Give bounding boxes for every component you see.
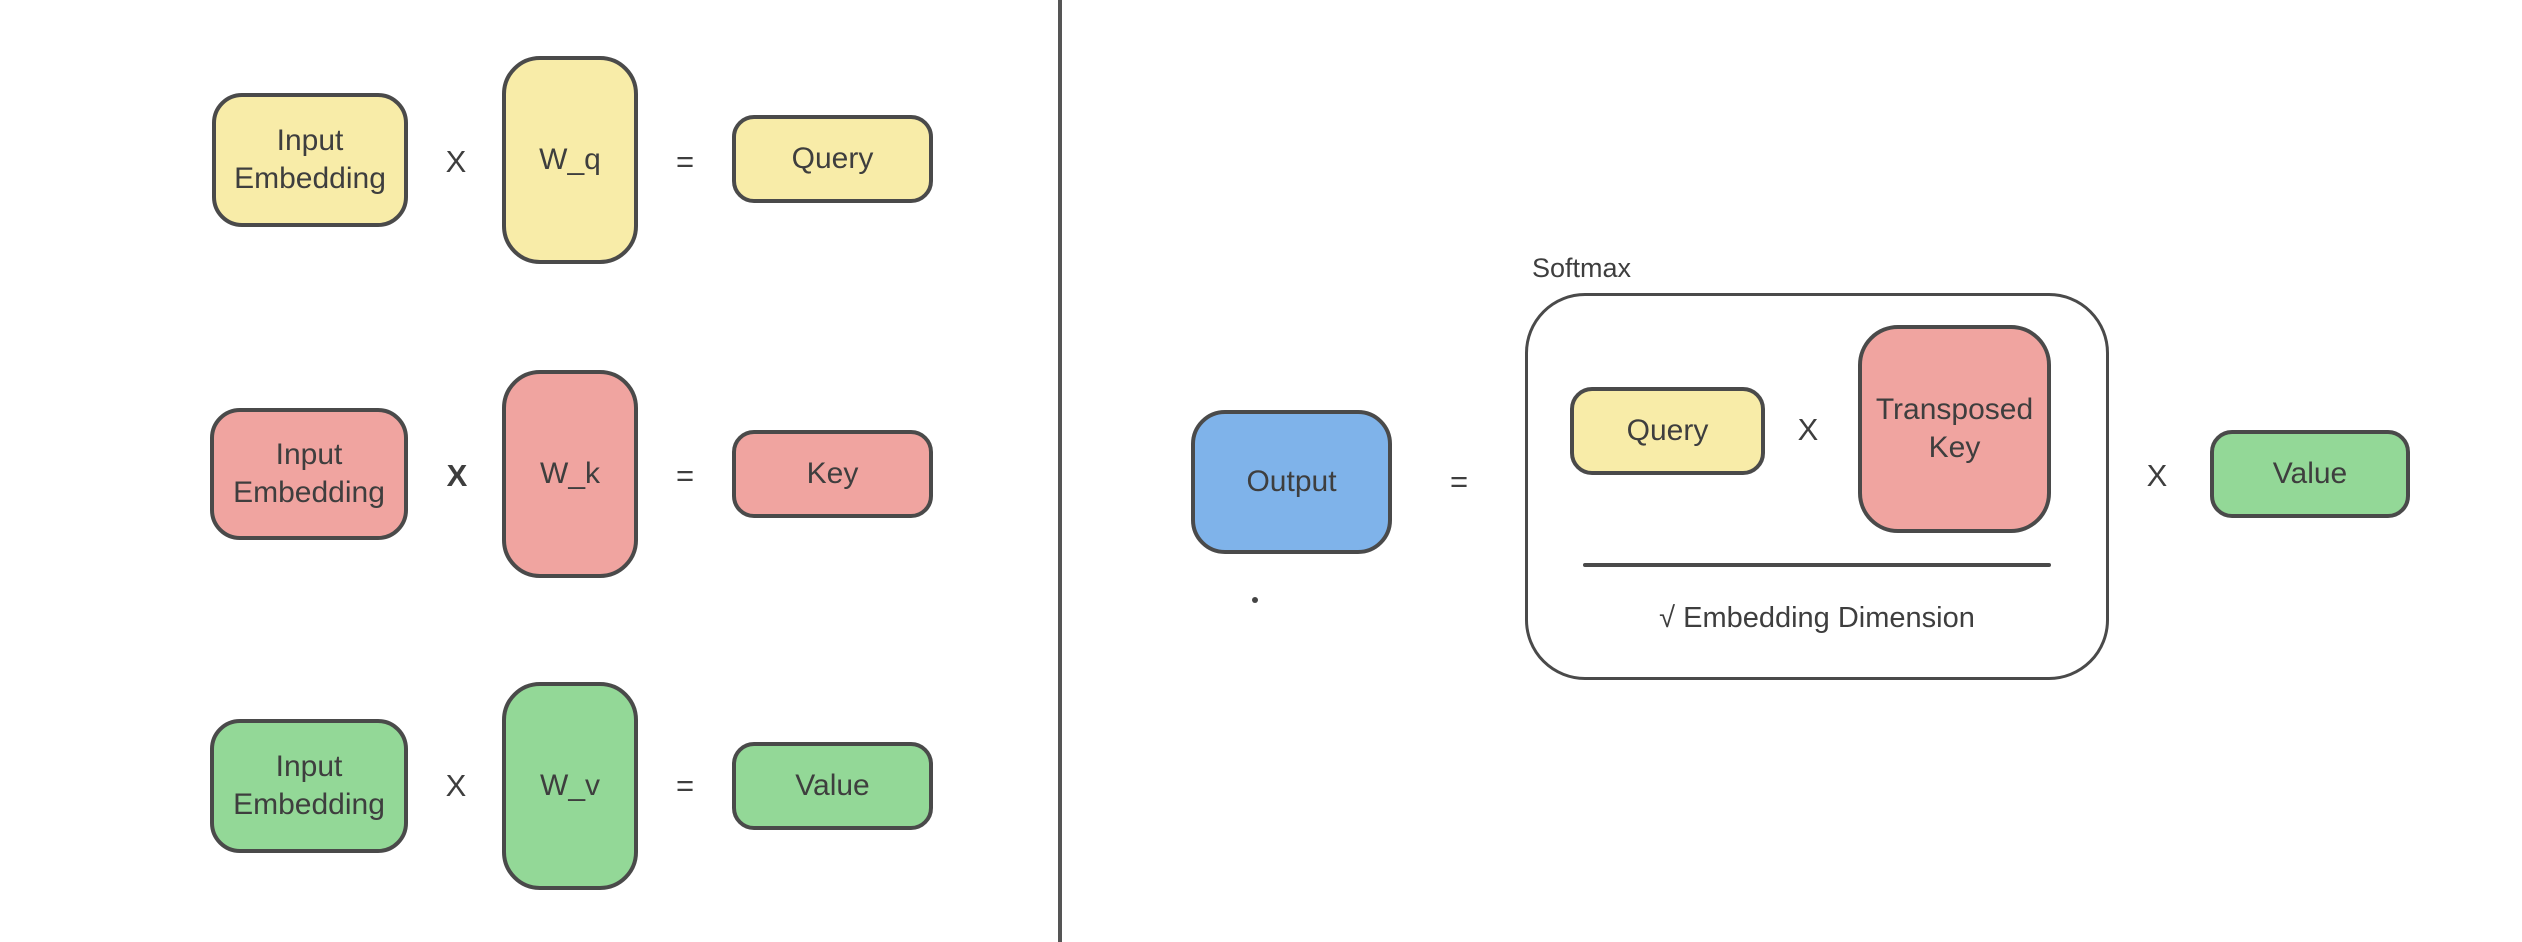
multiply-operator-k: X [446,458,468,493]
input-embedding-box-v: Input Embedding [210,719,408,853]
stray-dot [1252,597,1258,603]
key-result-box: Key [732,430,933,518]
equals-operator-q: = [675,144,695,179]
input-embedding-box-q: Input Embedding [212,93,408,227]
multiply-operator-outer: X [2146,458,2168,493]
value-result-box: Value [732,742,933,830]
output-box: Output [1191,410,1392,554]
weight-q-box: W_q [502,56,638,264]
weight-v-box: W_v [502,682,638,890]
query-result-box: Query [732,115,933,203]
embedding-dimension-label: √ Embedding Dimension [1659,601,1975,634]
transposed-key-box: Transposed Key [1858,325,2051,533]
value-operand-box: Value [2210,430,2410,518]
equals-operator-k: = [675,458,695,493]
weight-k-box: W_k [502,370,638,578]
equals-operator-v: = [675,768,695,803]
multiply-operator-q: X [445,144,467,179]
fraction-bar [1583,563,2051,567]
multiply-operator-inner: X [1797,412,1819,447]
multiply-operator-v: X [445,768,467,803]
section-divider-line [1058,0,1062,942]
equals-operator-output: = [1449,464,1469,499]
input-embedding-box-k: Input Embedding [210,408,408,540]
query-operand-box: Query [1570,387,1765,475]
softmax-label: Softmax [1532,253,1632,283]
